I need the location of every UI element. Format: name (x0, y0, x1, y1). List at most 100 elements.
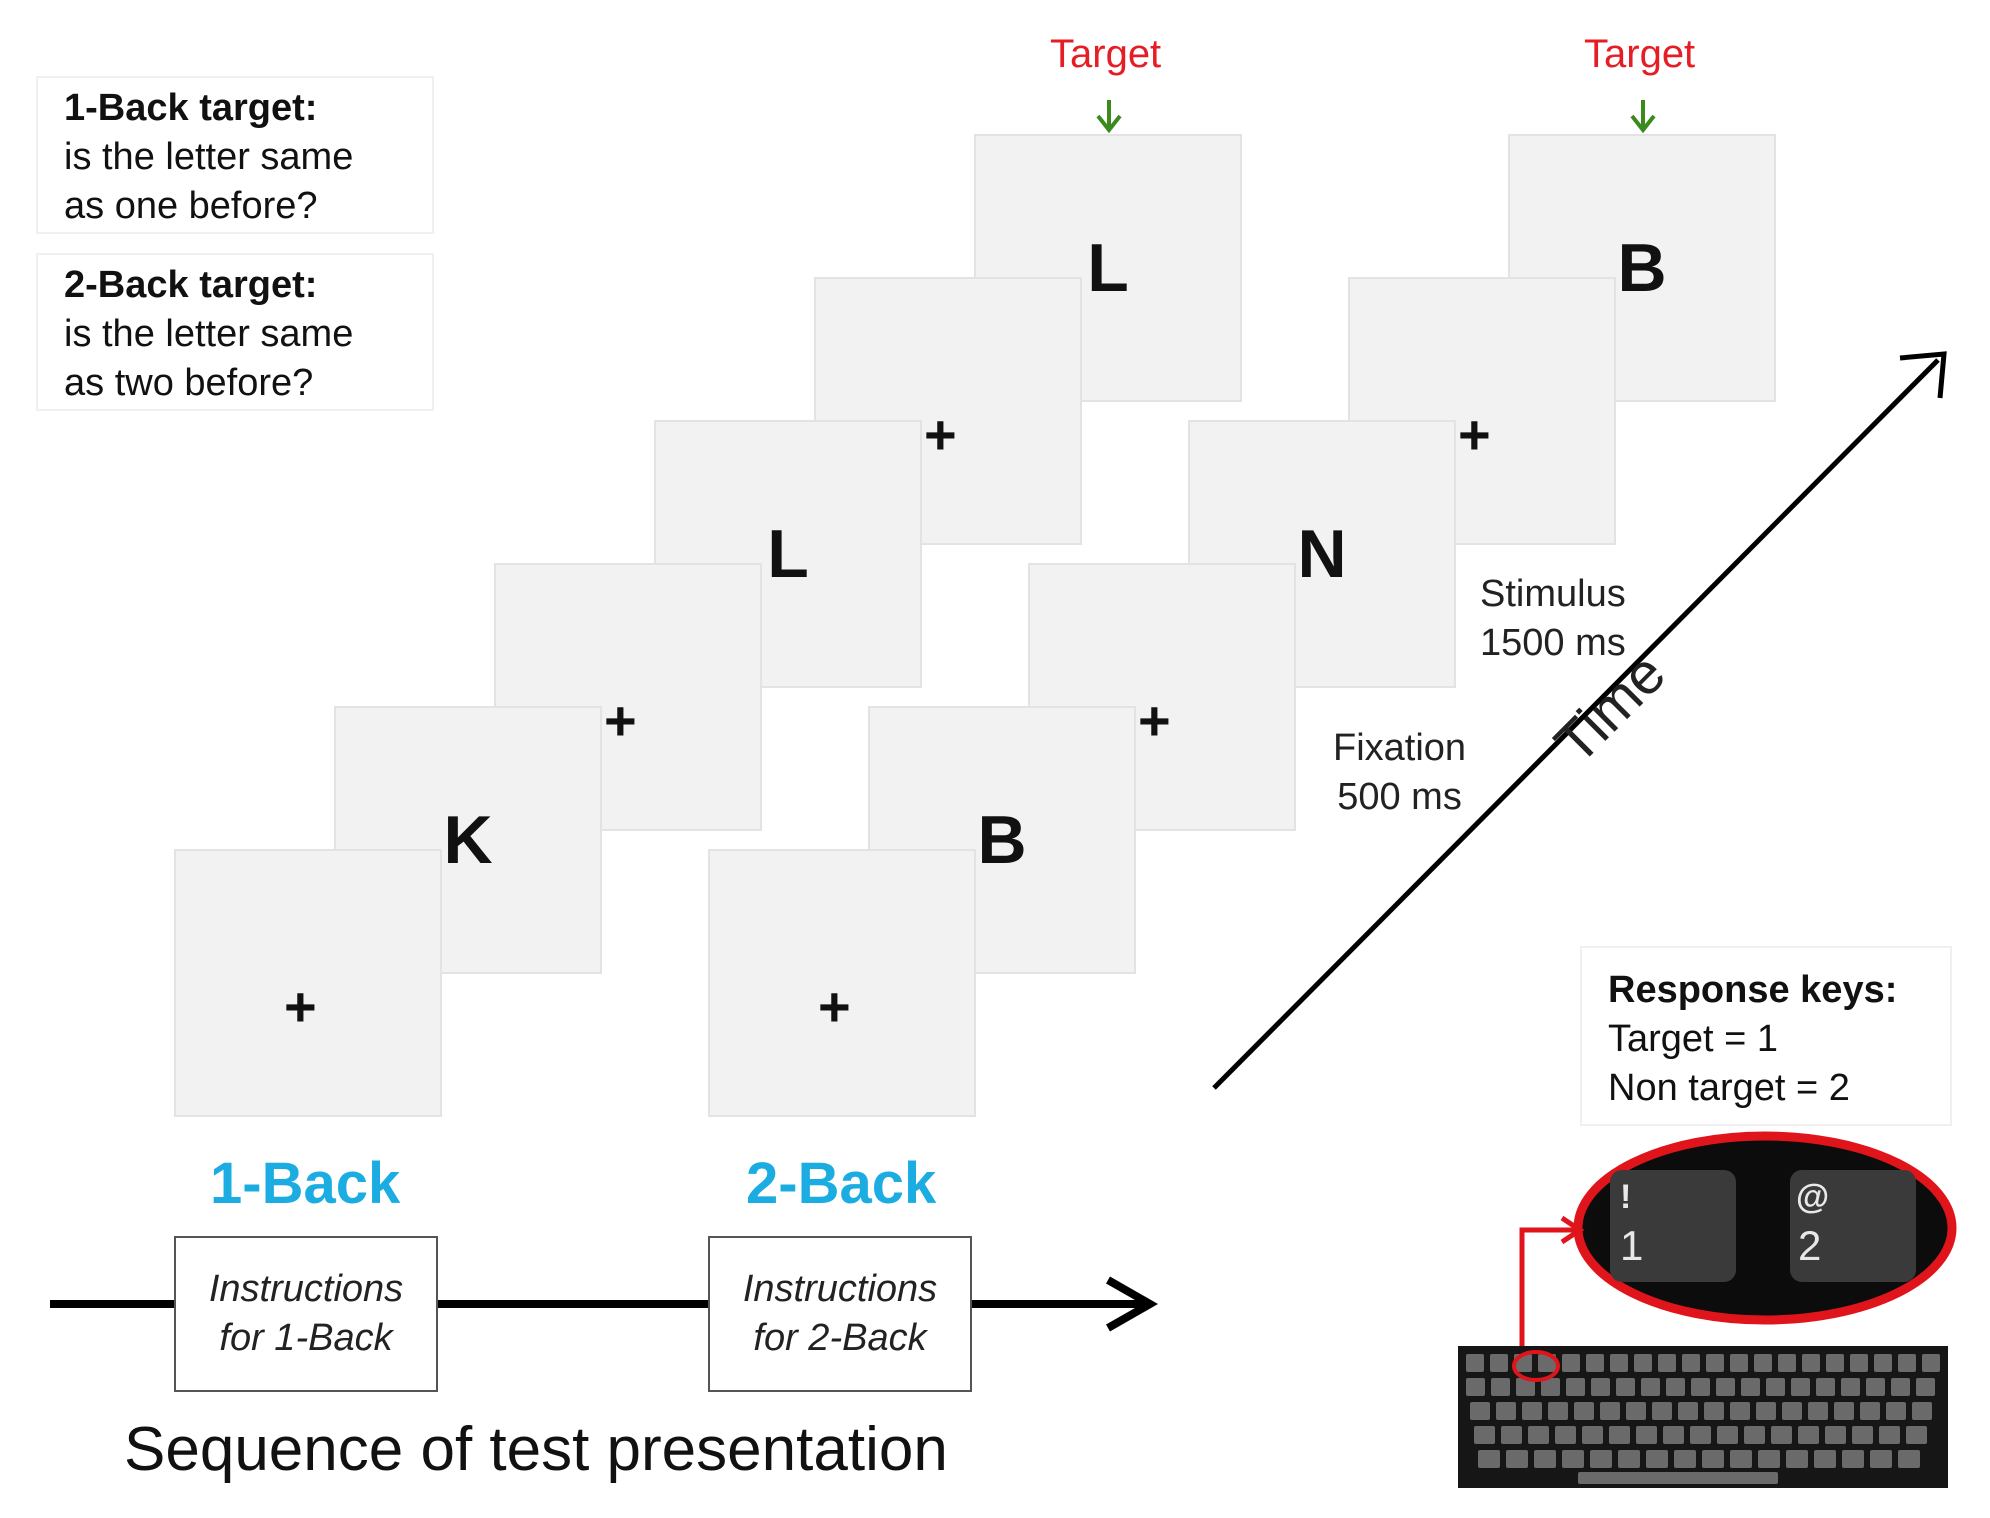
keyboard-key (1618, 1450, 1640, 1468)
keyboard-key (1566, 1378, 1585, 1396)
keyboard-key (1826, 1354, 1844, 1372)
one-back-card-1: + (174, 849, 442, 1117)
keyboard-key (1586, 1354, 1604, 1372)
keyboard-key (1466, 1378, 1485, 1396)
keyboard-key (1730, 1354, 1748, 1372)
keyboard-key (1922, 1354, 1940, 1372)
fixation-cross: + (924, 403, 957, 466)
stimulus-timing: Stimulus 1500 ms (1480, 570, 1626, 668)
keyboard-key (1756, 1402, 1776, 1420)
keyboard-key (1538, 1354, 1556, 1372)
keyboard-key (1808, 1402, 1828, 1420)
keyboard-key (1501, 1426, 1522, 1444)
target-label: Target (1584, 32, 1696, 76)
keyboard-key (1825, 1426, 1846, 1444)
one-back-rule-line: is the letter same (64, 136, 354, 178)
keyboard-key (1744, 1426, 1765, 1444)
keyboard-key (1678, 1402, 1698, 1420)
response-keys-title: Response keys: (1608, 969, 1898, 1011)
keyboard-key (1798, 1426, 1819, 1444)
keyboard-key (1879, 1426, 1900, 1444)
keyboard-key (1663, 1426, 1684, 1444)
two-back-card-1: + (708, 849, 976, 1117)
two-back-rule-line: is the letter same (64, 313, 354, 355)
keyboard-key (1562, 1450, 1584, 1468)
keyboard-key (1478, 1450, 1500, 1468)
keyboard-key (1534, 1450, 1556, 1468)
keyboard-key (1866, 1378, 1885, 1396)
one-back-label: 1-Back (210, 1151, 401, 1216)
two-back-label: 2-Back (746, 1151, 937, 1216)
keyboard-key (1730, 1402, 1750, 1420)
keyboard-key (1758, 1450, 1780, 1468)
zoomed-keys-icon (1573, 1131, 1957, 1325)
keyboard-key (1658, 1354, 1676, 1372)
keyboard-key (1782, 1402, 1802, 1420)
target-label: Target (1050, 32, 1162, 76)
keyboard-key (1898, 1450, 1920, 1468)
instruction-line: Instructions (742, 1268, 938, 1310)
keyboard-key (1634, 1354, 1652, 1372)
keyboard-key (1906, 1426, 1927, 1444)
keyboard-key (1766, 1378, 1785, 1396)
keyboard-key (1541, 1378, 1560, 1396)
keyboard-key (1490, 1354, 1508, 1372)
fixation-cross: + (1458, 403, 1491, 466)
keyboard-key (1702, 1450, 1724, 1468)
response-keys-line: Target = 1 (1608, 1018, 1779, 1060)
keyboard-key (1562, 1354, 1580, 1372)
one-back-rule-box: 1-Back target: is the letter same as one… (36, 76, 434, 234)
keyboard-key (1852, 1426, 1873, 1444)
one-back-card-5: + (814, 277, 1082, 545)
keyboard-key (1771, 1426, 1792, 1444)
keyboard-key (1636, 1426, 1657, 1444)
keyboard-key (1816, 1378, 1835, 1396)
keyboard-key (1528, 1426, 1549, 1444)
keyboard-key (1912, 1402, 1932, 1420)
keyboard-key (1898, 1354, 1916, 1372)
keyboard-key (1786, 1450, 1808, 1468)
stimulus-letter: L (1087, 230, 1129, 306)
keyboard-key (1574, 1402, 1594, 1420)
keyboard-key (1741, 1378, 1760, 1396)
keyboard-key (1616, 1378, 1635, 1396)
keyboard-key (1522, 1402, 1542, 1420)
figure-caption: Sequence of test presentation (124, 1415, 948, 1484)
keyboard-key (1802, 1354, 1820, 1372)
keyboard-key (1626, 1402, 1646, 1420)
stimulus-timing-line: 1500 ms (1480, 622, 1626, 664)
keyboard-key (1814, 1450, 1836, 1468)
key-one-top: ! (1620, 1178, 1632, 1216)
keyboard-key (1842, 1450, 1864, 1468)
key-one-main: 1 (1620, 1222, 1644, 1269)
keyboard-key (1496, 1402, 1516, 1420)
fixation-cross: + (818, 975, 851, 1038)
two-back-rule-line: as two before? (64, 362, 314, 404)
keyboard-key (1791, 1378, 1810, 1396)
one-back-rule-title: 1-Back target: (64, 87, 318, 129)
keyboard-key (1506, 1450, 1528, 1468)
stimulus-letter: L (767, 516, 809, 592)
keyboard-key (1730, 1450, 1752, 1468)
time-arrow-icon (1212, 351, 1947, 1090)
keyboard-key (1466, 1354, 1484, 1372)
keyboard-key (1516, 1378, 1535, 1396)
fixation-cross: + (604, 689, 637, 752)
response-keys-box: Response keys: Target = 1 Non target = 2 (1580, 946, 1952, 1126)
keyboard-key (1874, 1354, 1892, 1372)
one-back-instructions: Instructions for 1-Back (174, 1236, 438, 1392)
keyboard-key (1841, 1378, 1860, 1396)
stimulus-letter: K (443, 802, 493, 878)
keyboard-key (1778, 1354, 1796, 1372)
keyboard-key (1555, 1426, 1576, 1444)
keyboard-key (1690, 1426, 1711, 1444)
keyboard-key (1754, 1354, 1772, 1372)
fixation-timing-line: Fixation (1333, 727, 1467, 769)
keyboard-key (1641, 1378, 1660, 1396)
instruction-line: Instructions (208, 1268, 404, 1310)
keyboard-key (1870, 1450, 1892, 1468)
key-two-top: @ (1796, 1178, 1830, 1216)
fixation-cross: + (284, 975, 317, 1038)
instruction-line: for 1-Back (219, 1317, 393, 1359)
keyboard-key (1716, 1378, 1735, 1396)
